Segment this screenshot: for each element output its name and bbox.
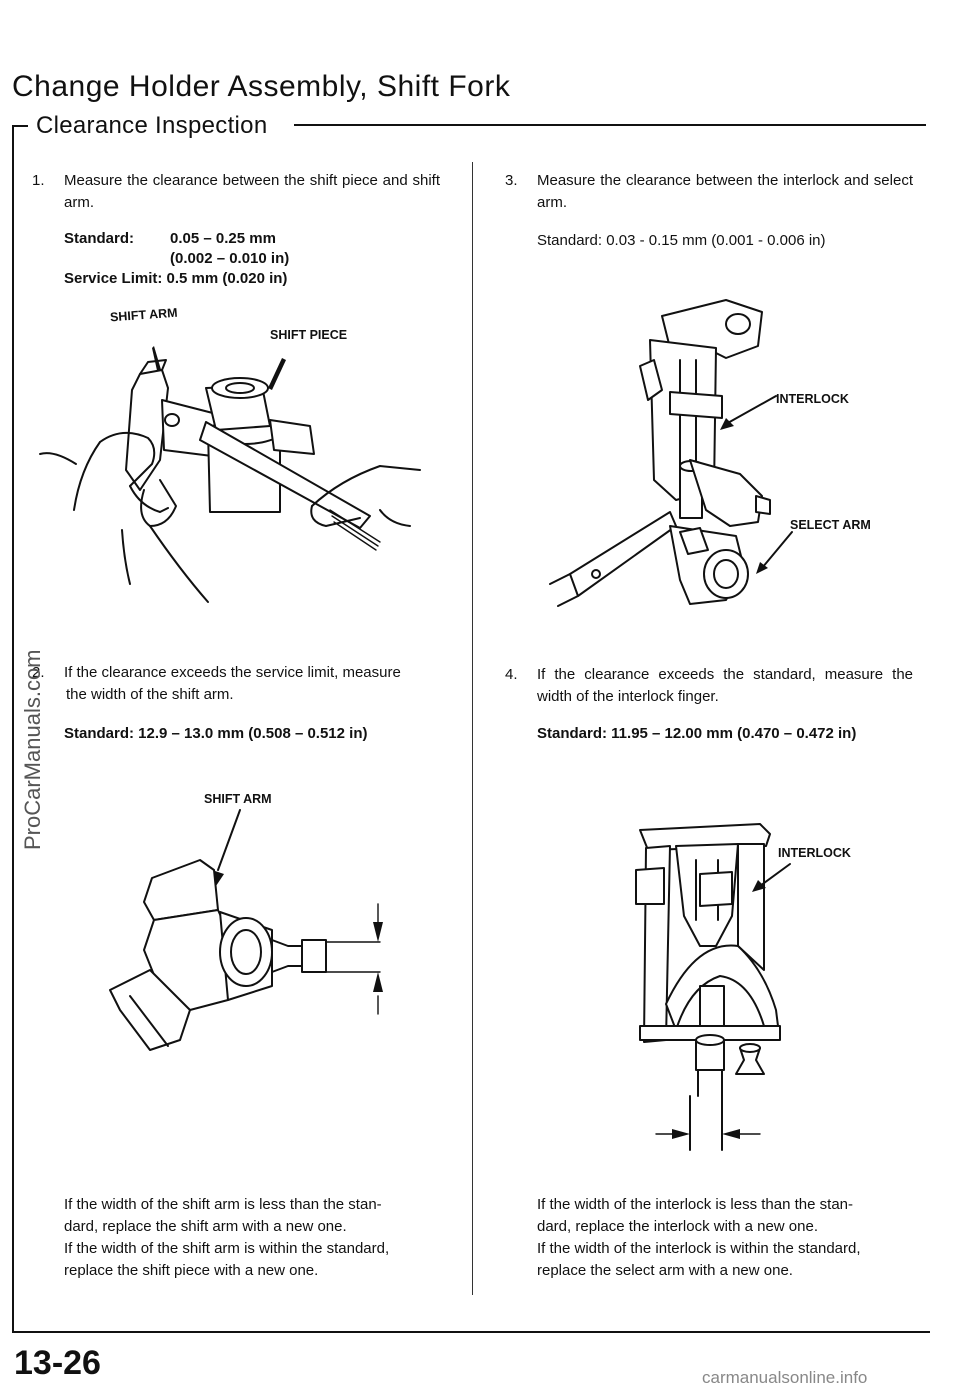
step-2-text-line2: the width of the shift arm. [66, 686, 234, 703]
frame-rule-top [294, 124, 926, 126]
label-interlock-1: INTERLOCK [776, 392, 849, 406]
frame-rule-tick [12, 125, 28, 127]
shift-arm-width-illustration [109, 809, 383, 1051]
step-4-note-line4: replace the select arm with a new one. [537, 1262, 793, 1279]
step-2-note-line4: replace the shift piece with a new one. [64, 1262, 319, 1279]
step-1-number: 1. [32, 172, 45, 189]
step-3: 3. Measure the clearance between the int… [505, 170, 915, 220]
step-4-note: If the width of the interlock is less th… [537, 1194, 917, 1282]
step-2-note-line1: If the width of the shift arm is less th… [64, 1196, 382, 1213]
step-2-note-line2: dard, replace the shift arm with a new o… [64, 1218, 347, 1235]
step-2-note: If the width of the shift arm is less th… [64, 1194, 444, 1282]
step-2-number: 2. [32, 664, 45, 681]
step-2-text-line1: If the clearance exceeds the service lim… [64, 664, 401, 681]
watermark-side: ProCarManuals.com [20, 649, 45, 850]
label-interlock-2: INTERLOCK [778, 846, 851, 860]
label-shift-arm-2: SHIFT ARM [204, 792, 272, 806]
step-4-number: 4. [505, 666, 518, 683]
interlock-width-illustration [635, 823, 791, 1151]
page-number: 13-26 [14, 1344, 101, 1382]
step-3-number: 3. [505, 172, 518, 189]
step-1: 1. Measure the clearance between the shi… [32, 170, 442, 220]
step-1-text: Measure the clearance between the shift … [64, 172, 440, 211]
step-1-standard-imperial: (0.002 – 0.010 in) [170, 250, 290, 267]
label-shift-arm-1: SHIFT ARM [109, 305, 178, 325]
step-4-note-line1: If the width of the interlock is less th… [537, 1196, 853, 1213]
interlock-select-arm-illustration [549, 299, 793, 607]
watermark-bottom: carmanualsonline.info [702, 1368, 868, 1387]
step-2: 2. If the clearance exceeds the service … [32, 662, 442, 708]
step-4-note-line2: dard, replace the interlock with a new o… [537, 1218, 818, 1235]
shift-arm-clearance-illustration [39, 346, 421, 603]
step-2-standard: Standard: 12.9 – 13.0 mm (0.508 – 0.512 … [64, 725, 368, 742]
label-select-arm: SELECT ARM [790, 518, 871, 532]
frame-rule-left [12, 125, 14, 1332]
step-3-text: Measure the clearance between the interl… [537, 172, 913, 211]
step-1-service-limit: Service Limit: 0.5 mm (0.020 in) [64, 270, 288, 287]
step-4-note-line3: If the width of the interlock is within … [537, 1240, 861, 1257]
step-3-standard: Standard: 0.03 - 0.15 mm (0.001 - 0.006 … [537, 232, 826, 249]
step-1-standard-label: Standard: [64, 230, 135, 247]
step-2-note-line3: If the width of the shift arm is within … [64, 1240, 390, 1257]
label-shift-piece: SHIFT PIECE [270, 328, 348, 342]
step-4-standard: Standard: 11.95 – 12.00 mm (0.470 – 0.47… [537, 725, 857, 742]
step-4: 4. If the clearance exceeds the standard… [505, 664, 915, 710]
column-divider [472, 162, 473, 1295]
page-title: Change Holder Assembly, Shift Fork [12, 70, 511, 103]
frame-rule-bottom [12, 1331, 930, 1333]
step-4-text: If the clearance exceeds the standard, m… [537, 666, 913, 705]
section-title: Clearance Inspection [36, 112, 268, 139]
step-1-standard-value: 0.05 – 0.25 mm [170, 230, 276, 247]
